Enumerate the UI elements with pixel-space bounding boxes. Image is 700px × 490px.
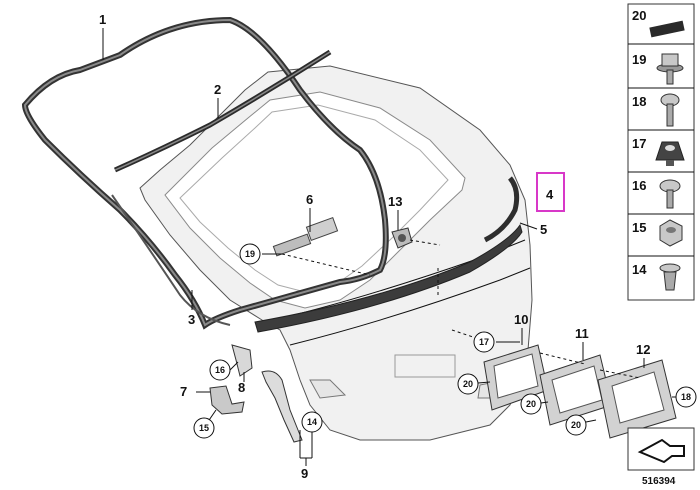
hex-nut-icon [659,219,683,247]
svg-text:17: 17 [479,337,489,347]
callout-17: 17 [473,331,495,353]
part-11-label: 11 [575,326,589,341]
part-6-label: 6 [306,192,313,207]
legend-18-label: 18 [632,94,646,109]
round-head-screw-icon [659,179,681,209]
callout-19: 19 [239,243,261,265]
hinge-arm [261,370,303,443]
callout-14: 14 [301,411,323,433]
expanding-rivet-icon [659,263,681,291]
foam-pad-icon [649,20,685,38]
part-10-label: 10 [514,312,528,327]
legend-20-label: 20 [632,8,646,23]
callout-18: 18 [675,386,697,408]
part-3-label: 3 [188,312,195,327]
callout-20-a: 20 [457,373,479,395]
spoiler-lip [483,176,520,243]
part-9-label: 9 [301,466,308,481]
part-4-label: 4 [546,187,554,202]
svg-text:20: 20 [463,379,473,389]
bracket [272,216,339,257]
part-1-label: 1 [99,12,106,27]
svg-text:14: 14 [307,417,317,427]
part-8-label: 8 [238,380,245,395]
part-13-label: 13 [388,194,402,209]
part-4-highlight-box [536,172,565,212]
svg-text:19: 19 [245,249,255,259]
part-7-label: 7 [180,384,187,399]
torx-screw-icon [660,93,680,127]
diagram-number: 516394 [642,476,676,487]
fastener-legend: 20 19 18 17 16 15 14 [627,3,695,301]
svg-text:20: 20 [526,399,536,409]
plastic-nut-icon [655,141,685,166]
svg-text:20: 20 [571,420,581,430]
arrow-icon [637,438,685,464]
license-plate-frame-12 [597,359,677,439]
callout-15: 15 [193,417,215,439]
legend-17-label: 17 [632,136,646,151]
legend-16-label: 16 [632,178,646,193]
door-seal [21,16,389,330]
legend-14-label: 14 [632,262,647,277]
part-5-label: 5 [540,222,547,237]
hinge-bracket [209,344,253,415]
callout-20-c: 20 [565,414,587,436]
svg-text:18: 18 [681,392,691,402]
license-plate-frame-11 [539,354,613,426]
callout-20-b: 20 [520,393,542,415]
svg-text:16: 16 [215,365,225,375]
callout-16: 16 [209,359,231,381]
legend-15-label: 15 [632,220,646,235]
direction-symbol [627,427,695,471]
clip [391,227,413,249]
legend-19-label: 19 [632,52,646,67]
part-12-label: 12 [636,342,650,357]
edge-trim [111,194,231,326]
hex-flange-bolt-icon [656,53,684,85]
part-2-label: 2 [214,82,221,97]
spoiler [254,223,523,333]
svg-text:15: 15 [199,423,209,433]
